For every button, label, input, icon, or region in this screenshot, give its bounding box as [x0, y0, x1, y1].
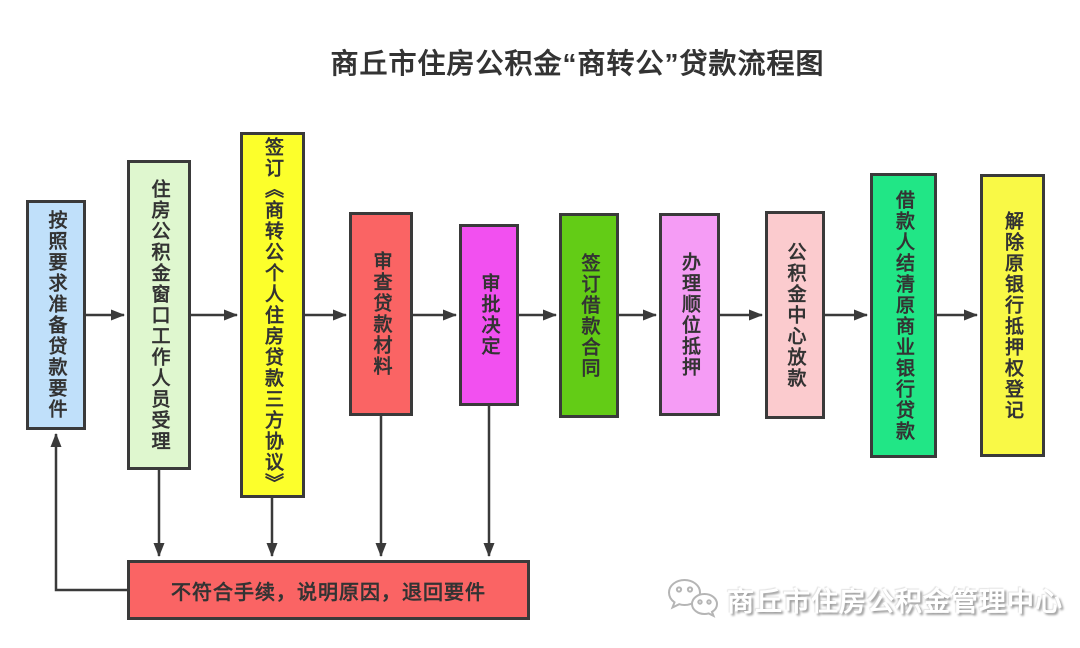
- flow-node-release-mortgage: 解除原银行抵押权登记: [980, 174, 1045, 457]
- flow-node-prepare: 按照要求准备贷款要件: [26, 200, 86, 430]
- flow-node-label: 办理顺位抵押: [679, 251, 700, 378]
- flow-node-label: 审批决定: [478, 273, 500, 357]
- flow-node-sign-contract: 签订借款合同: [559, 213, 619, 418]
- flow-node-label: 按照要求准备贷款要件: [45, 210, 67, 420]
- retry-loop-arrow: [50, 433, 127, 592]
- flow-node-label: 不符合手续，说明原因，退回要件: [171, 581, 486, 604]
- wechat-icon: [667, 578, 719, 618]
- flow-node-disburse: 公积金中心放款: [765, 211, 825, 419]
- flow-node-label: 借款人结清原商业银行贷款: [893, 189, 914, 442]
- flow-node-rank-mortgage: 办理顺位抵押: [659, 213, 720, 416]
- flow-node-label: 解除原银行抵押权登记: [1002, 210, 1023, 421]
- reject-arrows: [153, 406, 495, 557]
- flow-node-label: 签订《商转公个人住房贷款三方协议》: [262, 136, 283, 494]
- flow-node-label: 审查贷款材料: [370, 251, 392, 377]
- flow-node-label: 公积金中心放款: [784, 241, 806, 389]
- flow-node-label: 住房公积金窗口工作人员受理: [148, 178, 170, 452]
- flow-node-settle-old-loan: 借款人结清原商业银行贷款: [870, 173, 937, 458]
- page-title: 商丘市住房公积金“商转公”贷款流程图: [330, 48, 825, 79]
- flow-node-label: 签订借款合同: [578, 252, 600, 379]
- flow-node-window-accept: 住房公积金窗口工作人员受理: [127, 160, 191, 470]
- flow-node-approval: 审批决定: [459, 224, 519, 406]
- flow-node-sign-tripartite: 签订《商转公个人住房贷款三方协议》: [240, 132, 305, 498]
- flow-node-review-materials: 审查贷款材料: [349, 212, 413, 416]
- watermark-label: 商丘市住房公积金管理中心: [727, 586, 1063, 617]
- flow-node-reject-return: 不符合手续，说明原因，退回要件: [127, 560, 530, 620]
- watermark: 商丘市住房公积金管理中心: [666, 576, 1063, 622]
